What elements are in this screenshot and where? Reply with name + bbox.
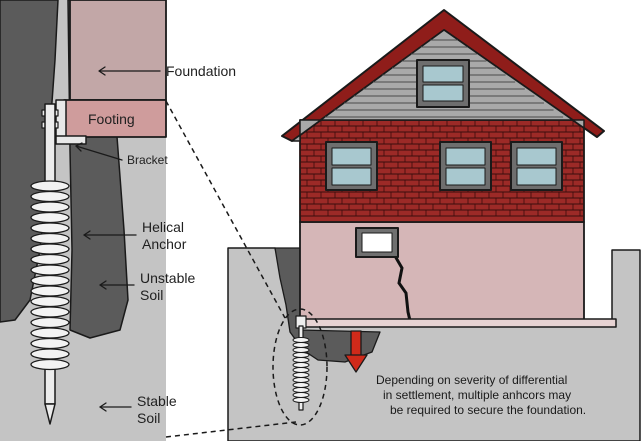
helix-plate bbox=[30, 232, 70, 245]
small-helix-plate bbox=[292, 397, 310, 403]
helix-plate bbox=[30, 211, 70, 224]
small-helix-plate bbox=[292, 372, 310, 378]
small-helix-plate bbox=[292, 382, 310, 388]
helix-plate bbox=[30, 243, 70, 255]
helix-plate bbox=[30, 190, 70, 203]
small-helix-plate bbox=[292, 392, 310, 398]
helix-plate bbox=[30, 337, 70, 350]
small-helix-plate bbox=[292, 387, 310, 393]
window-left bbox=[325, 141, 378, 191]
helix-plate bbox=[30, 264, 70, 276]
small-helix-plate bbox=[292, 367, 310, 373]
footing-label: Footing bbox=[88, 111, 135, 127]
unstable-soil-label-1: Unstable bbox=[140, 270, 195, 286]
small-helix-plate bbox=[292, 342, 310, 348]
window-right bbox=[510, 141, 563, 191]
helix-plate bbox=[30, 222, 70, 234]
unstable-soil-label-2: Soil bbox=[140, 287, 163, 303]
helix-plate bbox=[30, 327, 70, 339]
settlement-arrow bbox=[344, 330, 368, 373]
helical-anchor-label-2: Anchor bbox=[142, 236, 187, 252]
helix-plate bbox=[30, 274, 70, 287]
foundation-wall bbox=[69, 0, 167, 101]
helix-plate bbox=[30, 180, 70, 192]
small-helix-plate bbox=[292, 352, 310, 358]
siding-lines bbox=[324, 39, 564, 118]
small-helix-plate bbox=[292, 347, 310, 353]
bracket-arrow bbox=[75, 145, 123, 161]
helix-plate bbox=[30, 348, 70, 360]
detail-panel: Footing Foundation Bracket Helical Ancho… bbox=[0, 0, 236, 441]
helix-plate bbox=[30, 295, 70, 308]
small-helix-plate bbox=[292, 377, 310, 383]
helix-plate bbox=[30, 201, 70, 213]
window-middle bbox=[439, 141, 492, 191]
house-foundation-wall bbox=[299, 221, 585, 326]
helix-plate bbox=[30, 285, 70, 297]
stable-soil-label-2: Soil bbox=[137, 410, 160, 426]
helical-anchor-label-1: Helical bbox=[142, 219, 184, 235]
helix-plate bbox=[30, 253, 70, 266]
helix-plate bbox=[30, 306, 70, 318]
house bbox=[281, 9, 617, 328]
note-line-1: Depending on severity of differential bbox=[376, 373, 567, 387]
helix-plate bbox=[30, 358, 70, 371]
anchor-tip bbox=[44, 403, 56, 425]
bracket-label: Bracket bbox=[127, 153, 168, 167]
zoom-ellipse bbox=[272, 308, 328, 426]
zoom-line-bottom bbox=[165, 421, 297, 438]
helix-plates bbox=[30, 180, 70, 371]
foundation-label: Foundation bbox=[166, 63, 236, 79]
helix-plate bbox=[30, 316, 70, 329]
sill-plate bbox=[299, 318, 617, 328]
note-line-2: in settlement, multiple anhcors may bbox=[383, 388, 571, 402]
stable-soil-label-1: Stable bbox=[137, 393, 177, 409]
small-helix-plate bbox=[292, 362, 310, 368]
note-line-3: be required to secure the foundation. bbox=[390, 403, 586, 417]
small-helix-plate bbox=[292, 337, 310, 343]
small-helix-plate bbox=[292, 357, 310, 363]
house-anchor bbox=[292, 315, 310, 411]
